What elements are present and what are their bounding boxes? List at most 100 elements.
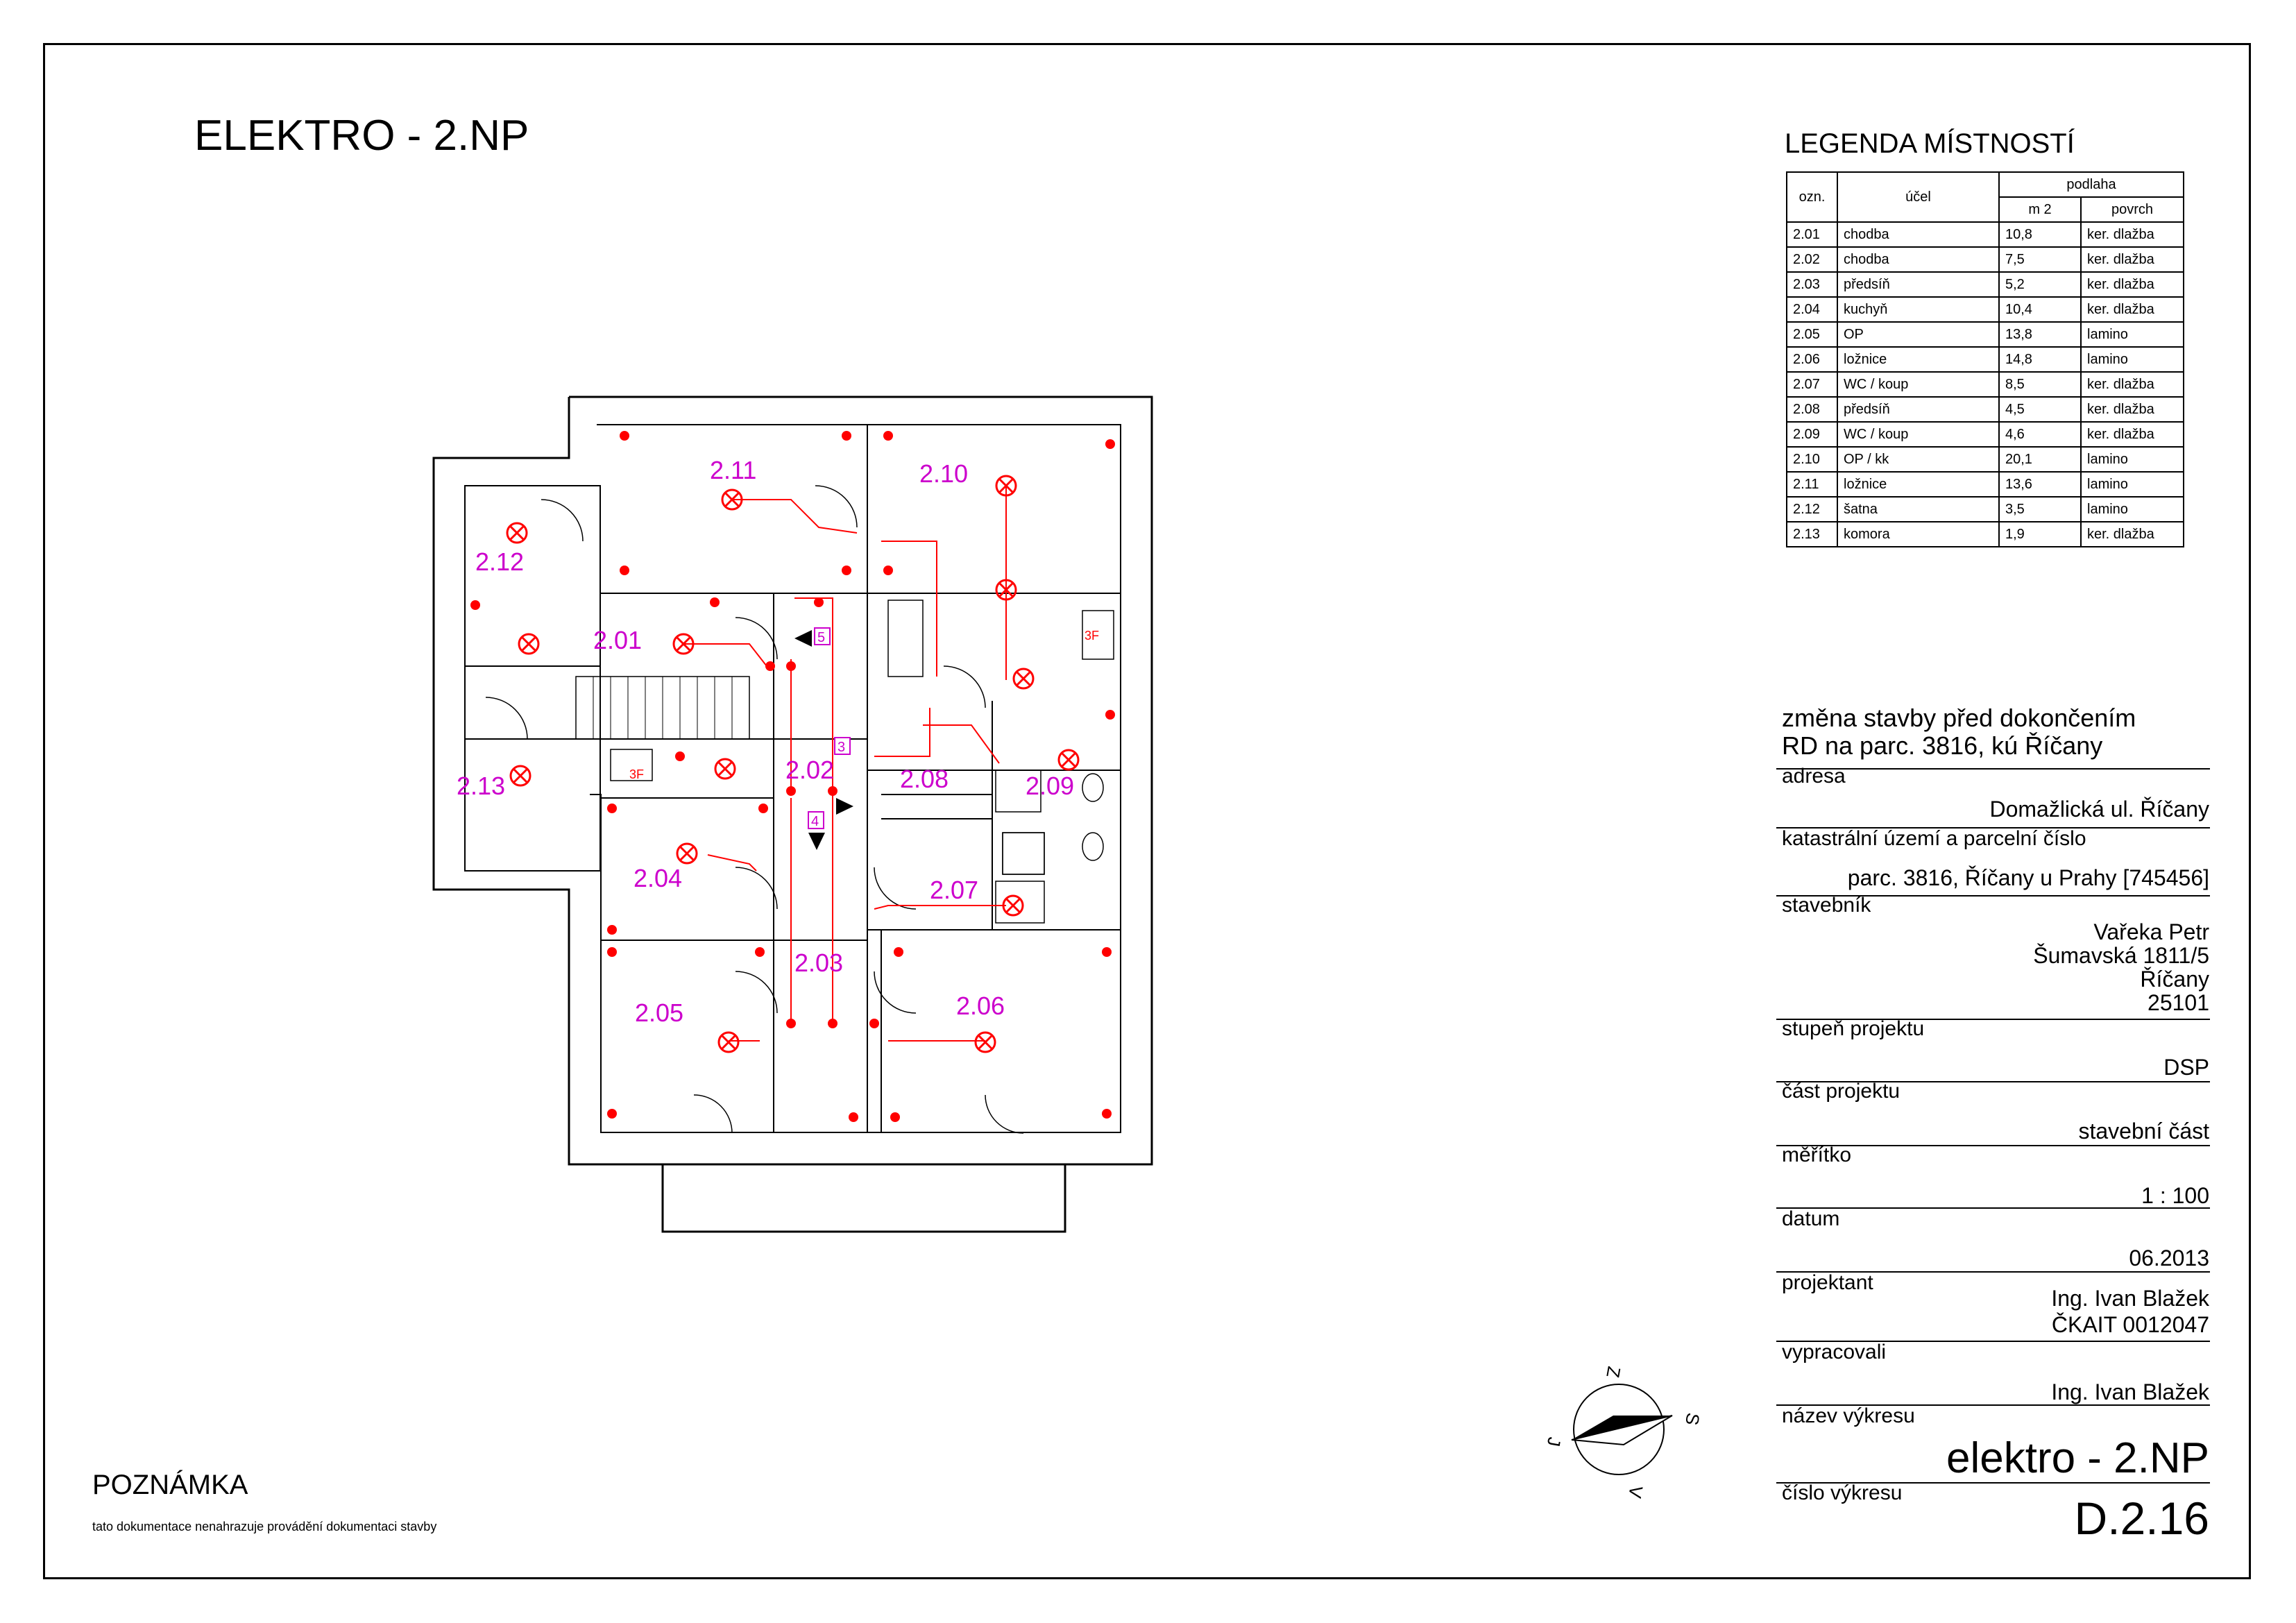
socket bbox=[1105, 439, 1115, 449]
toilet bbox=[1082, 773, 1104, 802]
arrow-icon bbox=[794, 630, 812, 647]
balcony bbox=[661, 1164, 1066, 1233]
socket bbox=[883, 566, 893, 575]
socket bbox=[765, 661, 775, 671]
circuit-markers: 5 3 4 3F 3F bbox=[629, 627, 1099, 850]
room-label-2.10: 2.10 bbox=[919, 459, 968, 488]
light-fixture bbox=[721, 488, 743, 511]
socket bbox=[814, 597, 824, 607]
legend-cell-povrch: ker. dlažba bbox=[2080, 271, 2184, 298]
katastr-value: parc. 3816, Říčany u Prahy [745456] bbox=[1847, 865, 2209, 890]
legend-cell-ozn: 2.03 bbox=[1786, 271, 1838, 298]
legend-cell-ozn: 2.07 bbox=[1786, 371, 1838, 398]
legend-cell-m2: 5,2 bbox=[1998, 271, 2082, 298]
titleblock-divider bbox=[1776, 768, 2210, 770]
light-fixture bbox=[1057, 749, 1080, 771]
legend-cell-m2: 10,4 bbox=[1998, 296, 2082, 323]
door-swing bbox=[735, 617, 778, 660]
socket bbox=[786, 786, 796, 796]
socket bbox=[620, 431, 629, 441]
legend-cell-ucel: WC / koup bbox=[1837, 371, 2000, 398]
socket bbox=[894, 947, 903, 957]
project-header: změna stavby před dokončením RD na parc.… bbox=[1782, 704, 2136, 760]
compass-needle bbox=[1571, 1415, 1673, 1446]
light-fixtures bbox=[506, 475, 1080, 1053]
vypracovali-label: vypracovali bbox=[1782, 1341, 1887, 1363]
washing-machine bbox=[995, 770, 1041, 813]
socket bbox=[786, 661, 796, 671]
wire bbox=[707, 854, 757, 872]
socket bbox=[470, 600, 480, 610]
stavebnik-zip: 25101 bbox=[2148, 990, 2209, 1015]
legend-header-povrch: povrch bbox=[2080, 196, 2184, 223]
socket bbox=[842, 431, 851, 441]
socket bbox=[828, 1019, 837, 1028]
circuit-label-3: 3 bbox=[837, 740, 845, 755]
socket bbox=[755, 947, 765, 957]
legend-cell-m2: 14,8 bbox=[1998, 346, 2082, 373]
door-swing bbox=[693, 1094, 733, 1134]
room-label-2.02: 2.02 bbox=[785, 756, 834, 784]
stupen-label: stupeň projektu bbox=[1782, 1017, 1925, 1040]
wire bbox=[923, 724, 1000, 764]
shower bbox=[887, 600, 924, 677]
stavebnik-city: Říčany bbox=[2140, 967, 2209, 992]
projektant-label: projektant bbox=[1782, 1271, 1873, 1294]
legend-header-podlaha: podlaha bbox=[1998, 171, 2184, 198]
projektant-ckait: ČKAIT 0012047 bbox=[2051, 1312, 2209, 1337]
legend-cell-ucel: ložnice bbox=[1837, 471, 2000, 498]
legend-cell-ozn: 2.11 bbox=[1786, 471, 1838, 498]
projektant-value: Ing. Ivan Blažek ČKAIT 0012047 bbox=[2051, 1285, 2209, 1338]
circuit-marker-3 bbox=[834, 737, 851, 755]
compass-ring bbox=[1573, 1384, 1665, 1475]
legend-cell-ucel: WC / koup bbox=[1837, 421, 2000, 448]
room-label-2.01: 2.01 bbox=[593, 626, 642, 654]
titleblock-divider bbox=[1776, 1271, 2210, 1273]
door-swing bbox=[541, 499, 584, 542]
legend-cell-m2: 4,6 bbox=[1998, 421, 2082, 448]
legend-cell-ucel: předsíň bbox=[1837, 271, 2000, 298]
light-fixture bbox=[676, 842, 698, 865]
stavebnik-name: Vařeka Petr bbox=[2093, 919, 2209, 944]
legend-cell-povrch: lamino bbox=[2080, 471, 2184, 498]
light-fixture bbox=[714, 758, 736, 780]
wire bbox=[732, 499, 858, 534]
door-swing bbox=[815, 485, 858, 528]
datum-label: datum bbox=[1782, 1207, 1840, 1230]
arrow-icon bbox=[808, 833, 825, 850]
socket bbox=[1105, 710, 1115, 720]
stavebnik-value: Vařeka Petr Šumavská 1811/5 Říčany 25101 bbox=[2033, 920, 2209, 1014]
socket bbox=[849, 1112, 858, 1122]
legend-cell-ozn: 2.04 bbox=[1786, 296, 1838, 323]
legend-cell-povrch: lamino bbox=[2080, 496, 2184, 522]
legend-cell-povrch: lamino bbox=[2080, 321, 2184, 348]
legend-cell-ucel: komora bbox=[1837, 521, 2000, 547]
compass-s: S bbox=[1681, 1411, 1704, 1427]
meritko-label: měřítko bbox=[1782, 1144, 1852, 1166]
legend-cell-m2: 4,5 bbox=[1998, 396, 2082, 423]
legend-title: LEGENDA MÍSTNOSTÍ bbox=[1785, 128, 2075, 159]
light-fixture bbox=[1002, 894, 1024, 917]
legend-cell-ozn: 2.10 bbox=[1786, 446, 1838, 473]
room-label-2.11: 2.11 bbox=[710, 456, 756, 484]
socket bbox=[1102, 1109, 1112, 1119]
bathtub bbox=[995, 881, 1045, 924]
note-text: tato dokumentace nenahrazuje provádění d… bbox=[92, 1520, 437, 1533]
legend-cell-ozn: 2.02 bbox=[1786, 246, 1838, 273]
socket bbox=[842, 566, 851, 575]
socket bbox=[883, 431, 893, 441]
legend-header-m2: m 2 bbox=[1998, 196, 2082, 223]
wire bbox=[874, 708, 930, 757]
cast-value: stavební část bbox=[2078, 1119, 2209, 1144]
room-label-2.07: 2.07 bbox=[930, 876, 978, 904]
inner-wall bbox=[590, 424, 1121, 1133]
titleblock-divider bbox=[1776, 895, 2210, 897]
titleblock-divider bbox=[1776, 1482, 2210, 1484]
legend-cell-m2: 1,9 bbox=[1998, 521, 2082, 547]
